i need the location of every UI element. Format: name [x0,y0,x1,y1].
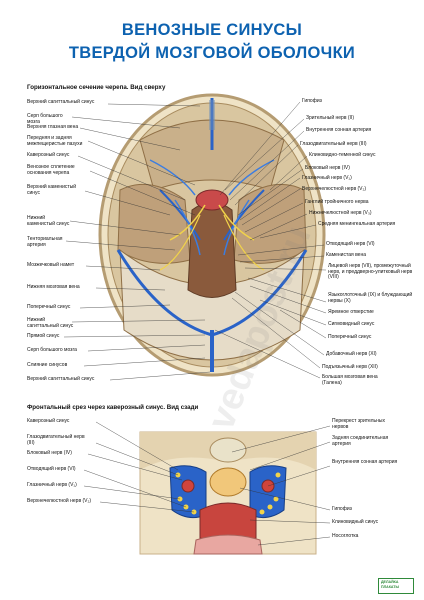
top-left-label-11: Поперечный синус [27,304,71,310]
top-left-label-8: Тенториальная артерия [27,236,63,248]
top-left-label-6: Верхний каменистый синус [27,184,77,196]
bottom-right-label-3: Гипофиз [332,506,352,512]
bottom-right-label-4: Клиновидный синус [332,519,379,525]
bottom-left-label-5: Верхнечелюстной нерв (V₂) [27,498,92,504]
logo-line2: ПЛАКАТЫ [381,585,400,589]
bottom-right-label-0: Перекрест зрительных нервов [332,418,385,430]
top-right-label-15: Яремное отверстие [328,309,374,315]
top-right-label-11: Отводящий нерв (VI) [326,241,375,247]
top-left-label-0: Верхний сагиттальный синус [27,99,95,105]
top-right-label-12: Каменистая вена [326,252,366,258]
top-right-label-7: Верхнечелюстной нерв (V₂) [302,186,367,192]
top-left-label-16: Верхний сагиттальный синус [27,376,95,382]
top-left-label-14: Серп большого мозга [27,347,77,353]
publisher-logo: ДЕЛАЙКА ПЛАКАТЫ [378,578,414,594]
top-right-label-4: Клиновидно-теменной синус [309,152,376,158]
bottom-left-label-1: Глазодвигательный нерв (III) [27,434,85,446]
bottom-left-label-2: Блоковый нерв (IV) [27,450,72,456]
bottom-right-label-1: Задняя соединительная артерия [332,435,389,447]
top-section-caption: Горизонтальное сечение черепа. Вид сверх… [27,84,166,91]
top-left-label-1: Серп большого мозга [27,113,63,125]
top-right-label-14: Языкоглоточный (IX) и блуждающий нервы (… [328,292,413,304]
bottom-right-label-2: Внутренняя сонная артерия [332,459,398,465]
top-right-label-19: Подъязычный нерв (XII) [322,364,378,370]
top-right-label-2: Внутренняя сонная артерия [306,127,372,133]
top-left-label-4: Каверозный синус [27,152,70,158]
top-left-label-15: Слияние синусов [27,362,68,368]
top-right-label-17: Поперечный синус [328,334,372,340]
top-left-label-9: Мозжечковый намет [27,262,75,268]
top-right-label-5: Блоковый нерв (IV) [305,165,350,171]
top-right-label-3: Глазодвигательный нерв (III) [300,141,367,147]
poster-title-line2: ТВЕРДОЙ МОЗГОВОЙ ОБОЛОЧКИ [68,44,356,62]
top-left-label-3: Передняя и задняя межпещеристые пазухи [27,135,83,147]
top-right-label-18: Добавочный нерв (XI) [326,351,377,357]
top-left-label-2: Верхняя глазная вена [27,124,79,130]
top-left-label-13: Прямой синус [27,333,60,339]
poster-title-line1: ВЕНОЗНЫЕ СИНУСЫ [121,21,303,39]
top-right-label-8: Ганглий тройничного нерва [305,199,369,205]
bottom-left-label-4: Глазничный нерв (V₁) [27,482,77,488]
top-right-label-16: Сигмовидный синус [328,321,375,327]
bottom-right-label-5: Носоглотка [332,533,359,539]
bottom-left-label-3: Отводящий нерв (VI) [27,466,76,472]
top-right-label-9: Нижнечелюстной нерв (V₃) [309,210,372,216]
top-right-label-10: Средняя менингеальная артерия [318,221,396,227]
top-right-label-20: Большая мозговая вена (Галена) [322,374,378,386]
top-left-label-12: Нижний сагиттальный синус [27,317,74,329]
bottom-left-label-0: Каверозный синус [27,418,70,424]
top-right-label-0: Гипофиз [302,98,322,104]
top-right-label-6: Глазничный нерв (V₁) [302,175,352,181]
top-left-label-7: Нижний каменистый синус [27,215,70,227]
top-right-label-1: Зрительный нерв (II) [306,115,354,121]
top-left-label-5: Венозное сплетение основания черепа [27,164,75,176]
top-left-label-10: Нижняя мозговая вена [27,284,80,290]
bottom-section-caption: Фронтальный срез через каверозный синус.… [27,404,199,411]
logo-line1: ДЕЛАЙКА [381,580,399,584]
top-right-label-13: Лицевой нерв (VII), промежуточный нерв, … [328,263,413,281]
